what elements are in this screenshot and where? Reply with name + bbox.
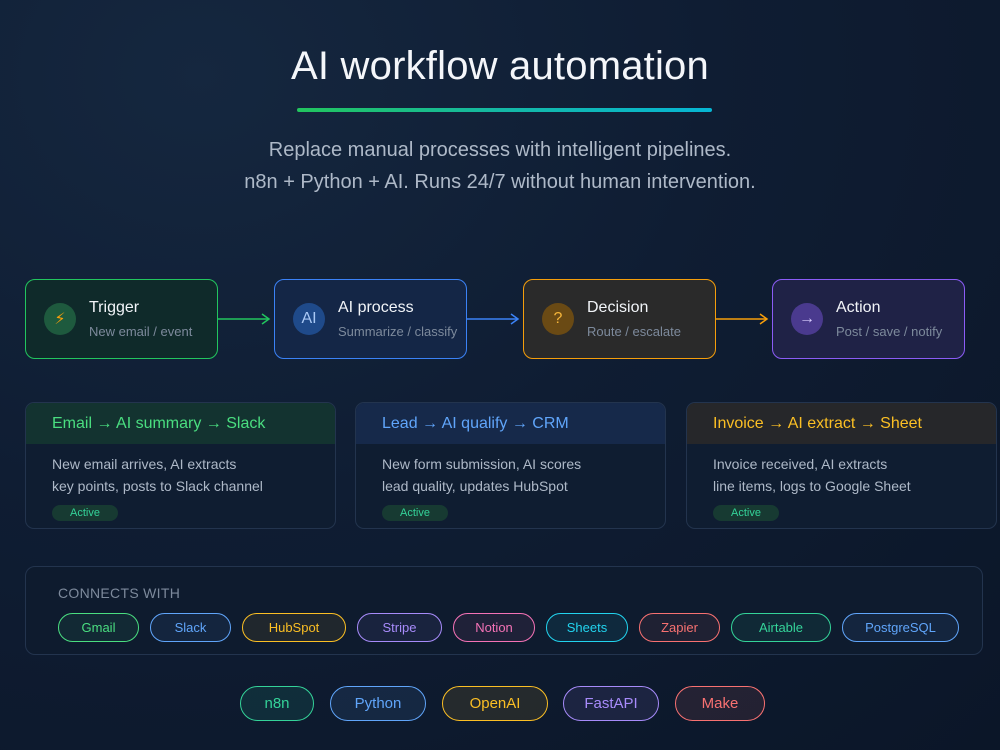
integration-chip-stripe[interactable]: Stripe [357, 613, 442, 642]
step-name: Decision [587, 299, 649, 316]
step-desc: New email / event [89, 324, 193, 339]
workflow-desc-line: New form submission, AI scores [382, 456, 582, 472]
arrow-right-icon [467, 313, 520, 325]
step-desc: Post / save / notify [836, 324, 943, 339]
status-badge: Active [52, 505, 118, 521]
step-desc: Route / escalate [587, 324, 681, 339]
integration-chip-airtable[interactable]: Airtable [731, 613, 831, 642]
integration-chip-zapier[interactable]: Zapier [639, 613, 720, 642]
status-badge: Active [713, 505, 779, 521]
workflow-desc-line: line items, logs to Google Sheet [713, 478, 911, 494]
step-desc: Summarize / classify [338, 324, 458, 339]
integration-chip-sheets[interactable]: Sheets [546, 613, 628, 642]
integration-chip-postgresql[interactable]: PostgreSQL [842, 613, 959, 642]
subtitle-line-1: Replace manual processes with intelligen… [268, 139, 732, 161]
tech-chip-make[interactable]: Make [675, 686, 765, 721]
workflow-title: Lead → AI qualify → CRM [356, 403, 665, 444]
workflow-desc-line: Invoice received, AI extracts [713, 456, 888, 472]
step-name: Action [836, 299, 881, 316]
pipeline-step-trigger[interactable]: ⚡ Trigger New email / event [25, 279, 218, 359]
title-underline [297, 108, 712, 112]
workflow-card-invoice[interactable]: Invoice → AI extract → Sheet Invoice rec… [686, 402, 997, 529]
status-badge: Active [382, 505, 448, 521]
page-title: AI workflow automation [291, 44, 709, 88]
integration-chip-notion[interactable]: Notion [453, 613, 535, 642]
step-name: Trigger [89, 299, 140, 316]
workflow-desc-line: lead quality, updates HubSpot [382, 478, 568, 494]
workflow-card-lead[interactable]: Lead → AI qualify → CRM New form submiss… [355, 402, 666, 529]
subtitle-line-2: n8n + Python + AI. Runs 24/7 without hum… [244, 171, 756, 193]
tech-chip-fastapi[interactable]: FastAPI [563, 686, 659, 721]
question-icon: ? [542, 303, 574, 335]
ai-icon: AI [293, 303, 325, 335]
tech-chip-n8n[interactable]: n8n [240, 686, 314, 721]
workflow-card-email[interactable]: Email → AI summary → Slack New email arr… [25, 402, 336, 529]
arrow-right-icon [716, 313, 769, 325]
arrow-right-icon [218, 313, 271, 325]
integration-chip-hubspot[interactable]: HubSpot [242, 613, 346, 642]
pipeline-step-action[interactable]: → Action Post / save / notify [772, 279, 965, 359]
arrow-right-icon: → [791, 303, 823, 335]
integration-chip-slack[interactable]: Slack [150, 613, 231, 642]
step-name: AI process [338, 299, 414, 316]
workflow-title: Email → AI summary → Slack [26, 403, 335, 444]
integrations-label: CONNECTS WITH [58, 585, 181, 601]
workflow-title: Invoice → AI extract → Sheet [687, 403, 996, 444]
pipeline-step-decision[interactable]: ? Decision Route / escalate [523, 279, 716, 359]
integrations-panel: CONNECTS WITH Gmail Slack HubSpot Stripe… [25, 566, 983, 655]
tech-chip-openai[interactable]: OpenAI [442, 686, 548, 721]
workflow-desc-line: New email arrives, AI extracts [52, 456, 237, 472]
tech-chip-python[interactable]: Python [330, 686, 426, 721]
lightning-icon: ⚡ [44, 303, 76, 335]
pipeline-step-ai-process[interactable]: AI AI process Summarize / classify [274, 279, 467, 359]
integration-chip-gmail[interactable]: Gmail [58, 613, 139, 642]
workflow-desc-line: key points, posts to Slack channel [52, 478, 263, 494]
